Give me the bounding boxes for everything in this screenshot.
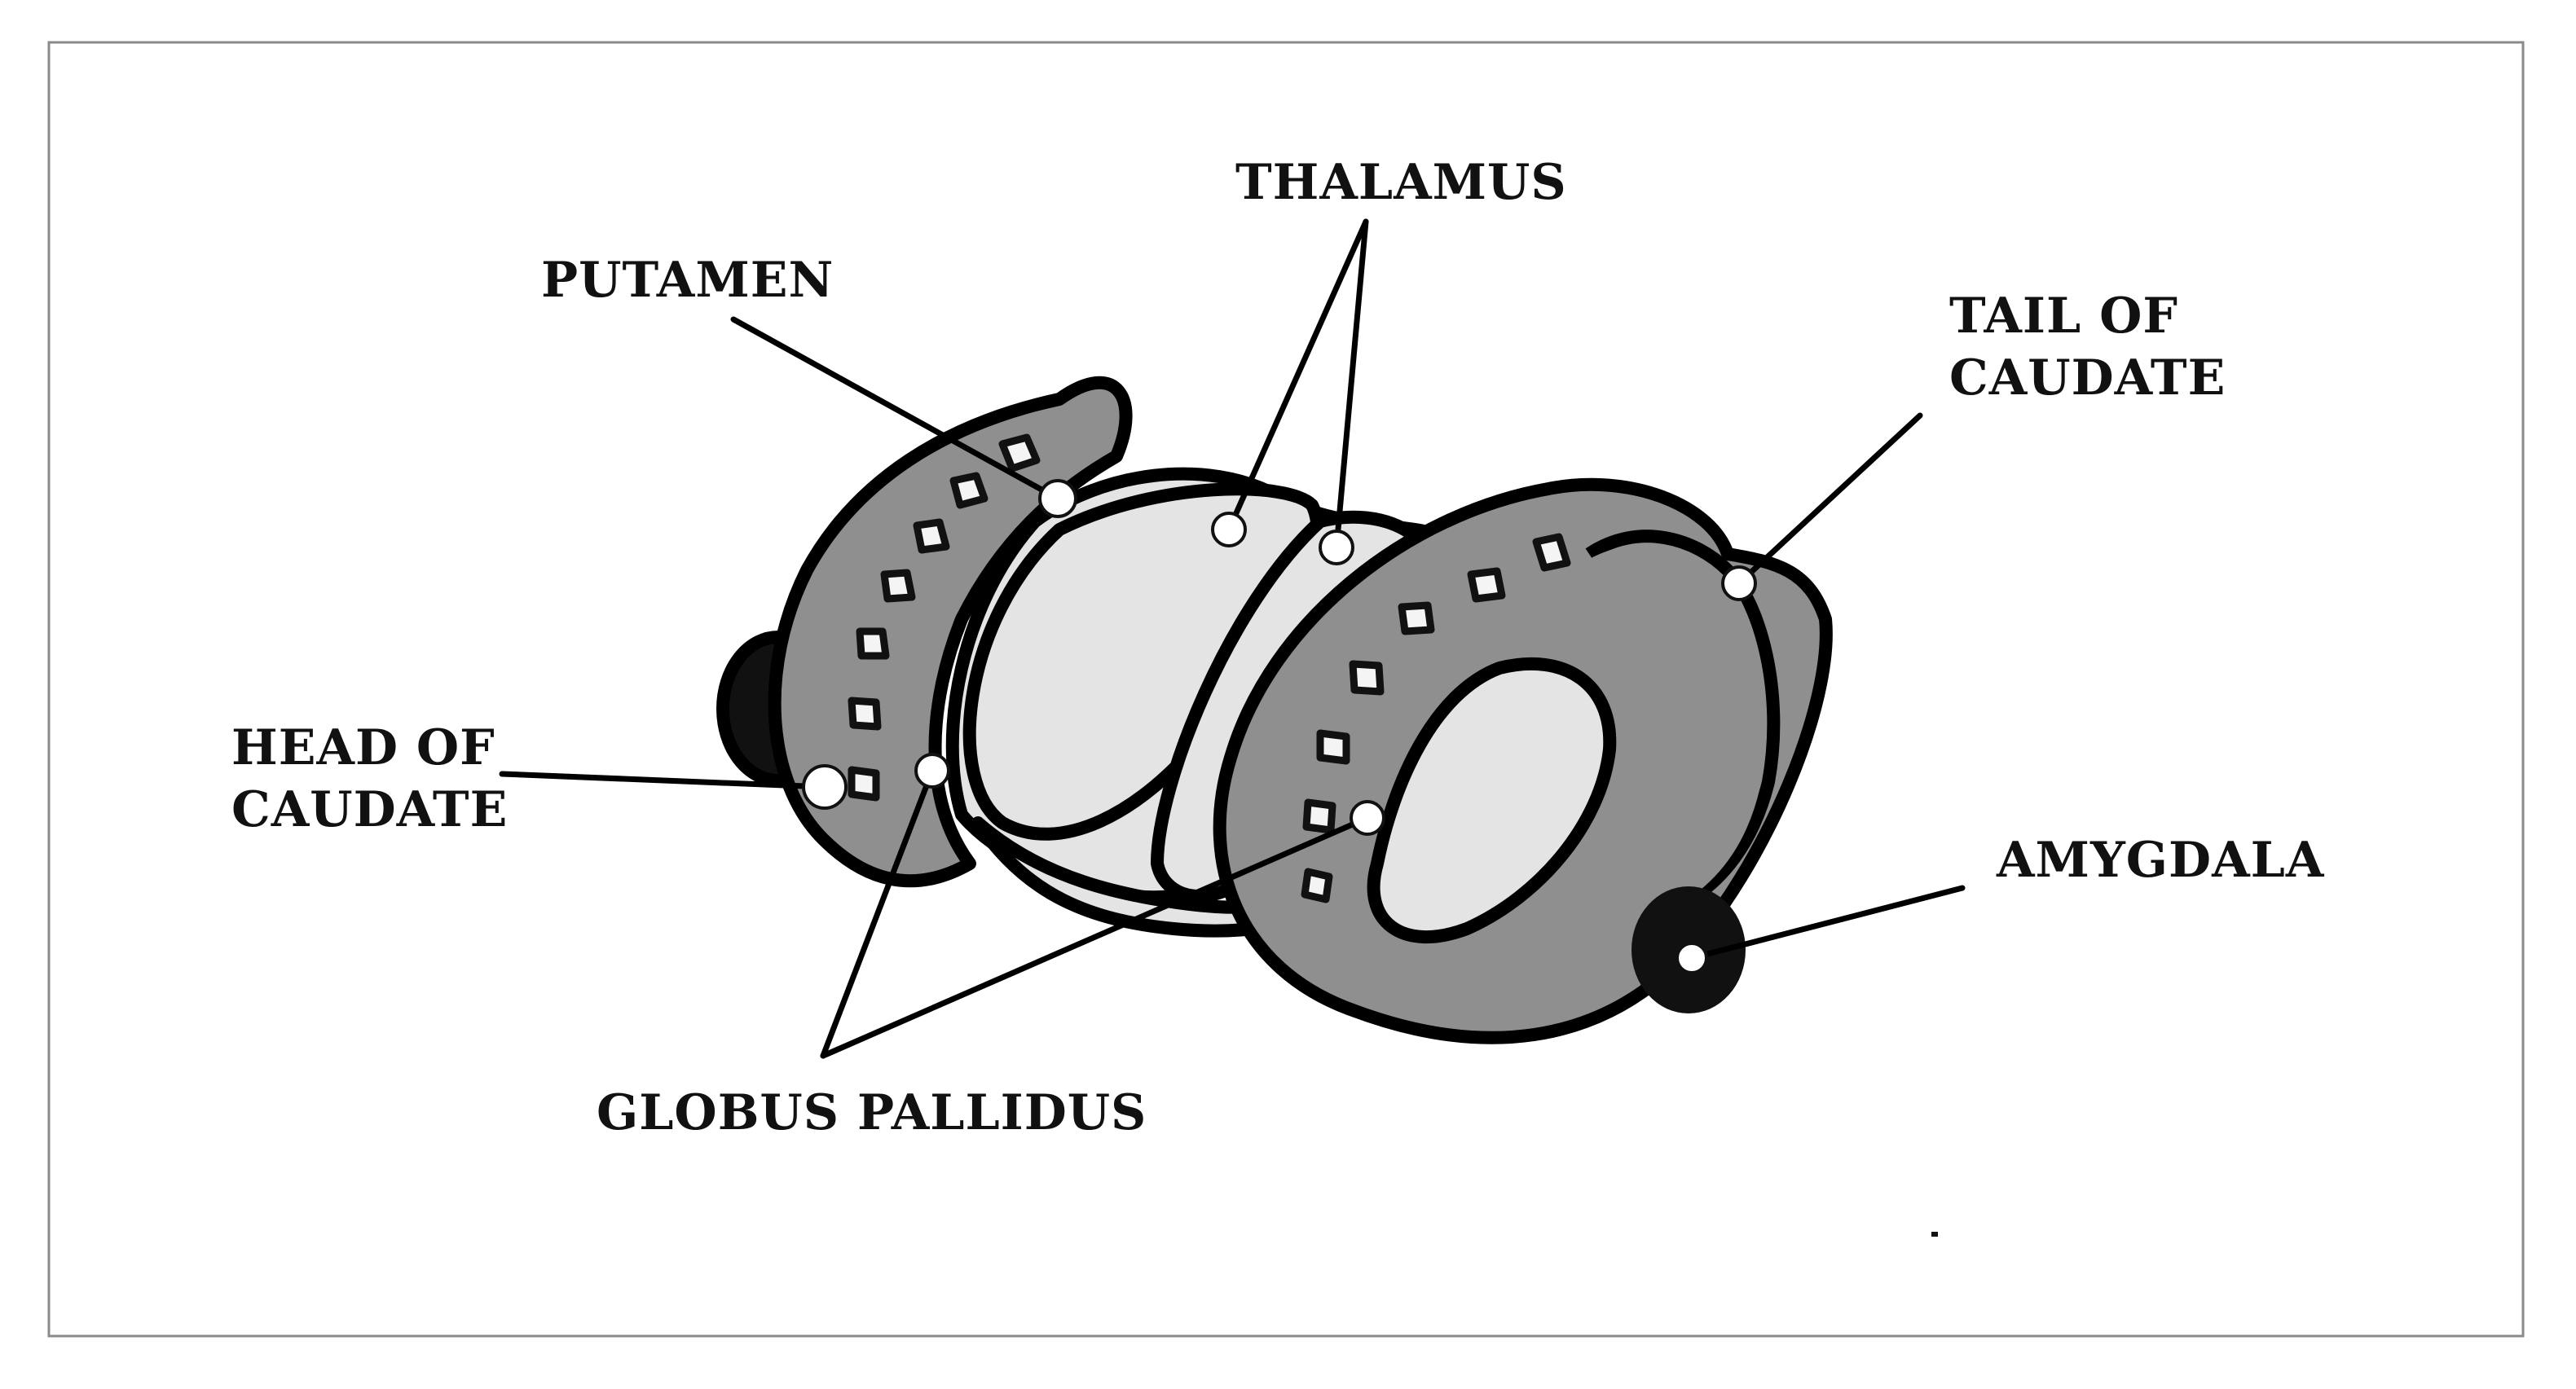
leader-thalamus-left (1226, 218, 1369, 533)
leader-lines (499, 218, 1966, 1059)
leader-globus-pallidus-left (820, 767, 936, 1059)
basal-ganglia-illustration (716, 376, 1833, 1044)
leader-globus-pallidus-right (820, 815, 1371, 1059)
dot-globus-pallidus-left (914, 753, 950, 789)
dot-amygdala (1676, 942, 1708, 974)
label-amygdala: AMYGDALA (1996, 832, 2325, 889)
leader-thalamus-right (1333, 218, 1369, 551)
left-arc-perforations (848, 433, 1041, 802)
labels: THALAMUS PUTAMEN TAIL OF CAUDATE HEAD OF… (231, 154, 2325, 1141)
right-ring-perforations (1301, 533, 1571, 903)
label-tail-of-caudate-line1: TAIL OF (1949, 288, 2178, 345)
label-head-of-caudate-line1: HEAD OF (231, 719, 495, 776)
leader-putamen (730, 316, 1061, 502)
dot-globus-pallidus-right (1350, 800, 1385, 836)
diagram-frame (47, 41, 2525, 1338)
caudate-tail-body (1583, 544, 1766, 896)
left-caudate-arc (768, 376, 1133, 888)
dot-thalamus-left (1211, 512, 1247, 547)
dot-thalamus-right (1319, 530, 1354, 565)
leader-tail-of-caudate (1736, 412, 1923, 587)
pointer-dots (802, 479, 1757, 974)
dot-putamen (1038, 479, 1077, 518)
dot-head-of-caudate (802, 764, 848, 810)
dot-tail-of-caudate (1721, 565, 1757, 601)
label-head-of-caudate-line2: CAUDATE (231, 781, 508, 838)
leader-head-of-caudate (499, 771, 828, 790)
label-thalamus: THALAMUS (1235, 154, 1567, 211)
stray-dot (1931, 1232, 1938, 1237)
right-ring-center (1367, 657, 1617, 943)
label-putamen: PUTAMEN (541, 252, 834, 309)
label-globus-pallidus: GLOBUS PALLIDUS (597, 1084, 1147, 1141)
label-tail-of-caudate-line2: CAUDATE (1949, 349, 2226, 407)
caudate-tail-outer (1585, 530, 1781, 902)
leader-amygdala (1689, 885, 1966, 961)
